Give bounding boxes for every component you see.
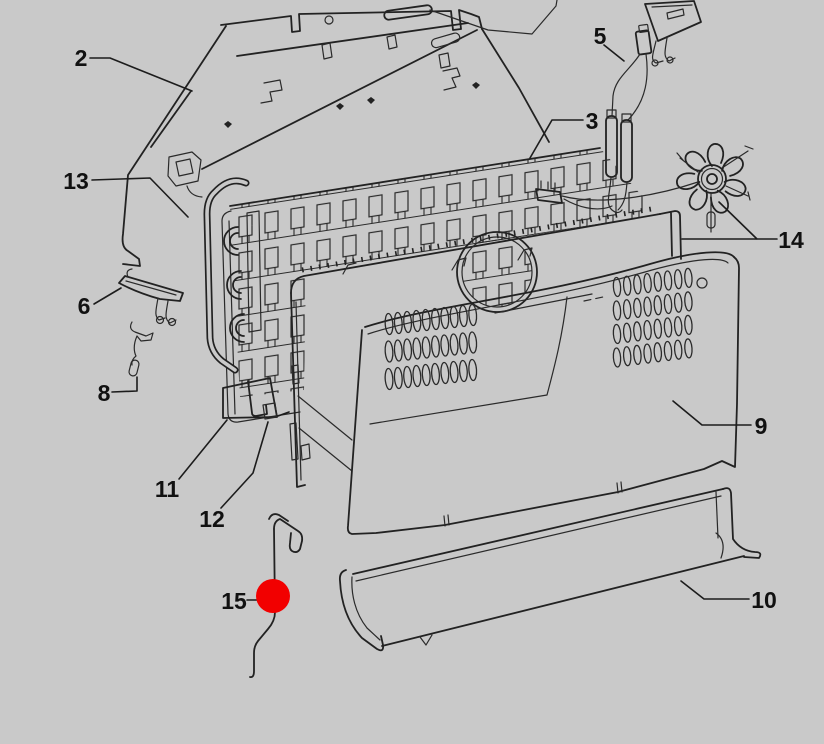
top-right-bracket — [644, 0, 702, 67]
vent-slots-right — [612, 267, 693, 368]
part9-vented-cover — [346, 251, 740, 535]
part-label-10: 10 — [751, 587, 777, 613]
part-label-2: 2 — [75, 45, 88, 71]
part-label-15: 15 — [221, 588, 247, 614]
part14-fan — [561, 143, 754, 233]
part-label-3: 3 — [586, 108, 599, 134]
callout-labels: 2 13 6 8 11 12 15 5 3 14 9 10 — [63, 23, 804, 614]
part2-rear-top-panel — [121, 9, 550, 267]
part15-selection-marker[interactable] — [256, 579, 290, 613]
air-guide-panel — [289, 205, 682, 488]
part-label-8: 8 — [98, 380, 111, 406]
part6-bracket — [118, 268, 184, 327]
part-label-11: 11 — [155, 476, 180, 502]
part-label-6: 6 — [78, 293, 91, 319]
callout-leader-lines — [89, 44, 778, 601]
part11-hook-bracket — [222, 377, 278, 420]
part-label-13: 13 — [63, 168, 89, 194]
part13-pipe — [203, 177, 250, 374]
top-capsule-and-wire — [383, 0, 558, 35]
element-u-bends — [223, 226, 245, 343]
element-terminal-connector — [535, 180, 563, 204]
screw-hole — [696, 277, 708, 289]
part-label-5: 5 — [594, 23, 607, 49]
vent-slots-left — [384, 303, 478, 391]
part3-heating-element — [221, 147, 658, 423]
fan-opening — [456, 231, 538, 313]
small-fasteners — [430, 32, 461, 91]
fan-blades — [674, 143, 749, 217]
part8-wire-link — [128, 321, 154, 377]
part-label-14: 14 — [778, 227, 804, 253]
part-label-9: 9 — [755, 413, 768, 439]
part15-wire-rod — [249, 513, 304, 679]
part10-bottom-tray — [338, 487, 762, 652]
part-label-12: 12 — [199, 506, 225, 532]
